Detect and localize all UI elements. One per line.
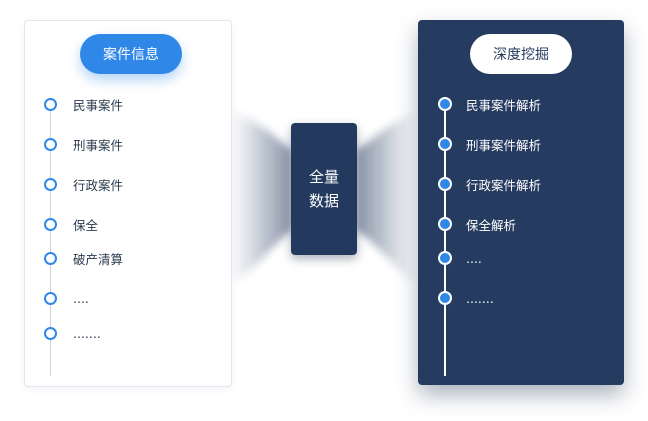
timeline-dot-icon bbox=[44, 137, 57, 151]
left-item-label: ....... bbox=[73, 325, 101, 341]
right-list-item: 保全解析 bbox=[438, 217, 517, 233]
timeline-dot-icon bbox=[44, 251, 57, 265]
left-list-item: 保全 bbox=[44, 217, 99, 233]
left-list-item: 刑事案件 bbox=[44, 137, 124, 153]
funnel-left-beam bbox=[232, 112, 292, 285]
left-list-item: .... bbox=[44, 290, 89, 306]
full-data-label-line1: 全量 bbox=[308, 168, 339, 186]
timeline-dot-icon bbox=[438, 97, 452, 111]
timeline-dot-icon bbox=[438, 251, 452, 265]
deep-mining-card bbox=[418, 20, 624, 385]
right-item-label: 民事案件解析 bbox=[466, 97, 542, 113]
right-item-label: 行政案件解析 bbox=[466, 177, 542, 193]
right-item-label: ....... bbox=[466, 290, 494, 306]
left-list-item: 破产清算 bbox=[44, 251, 124, 267]
timeline-dot-icon bbox=[44, 97, 57, 111]
timeline-dot-icon bbox=[438, 177, 452, 191]
full-data-label-line2: 数据 bbox=[308, 192, 339, 210]
left-item-label: .... bbox=[73, 290, 89, 306]
right-list-item: 行政案件解析 bbox=[438, 177, 542, 193]
right-item-label: 保全解析 bbox=[466, 217, 517, 233]
right-item-label: .... bbox=[466, 250, 482, 266]
right-list-item: .... bbox=[438, 250, 482, 266]
timeline-dot-icon bbox=[438, 291, 452, 305]
timeline-dot-icon bbox=[44, 217, 57, 231]
left-item-label: 刑事案件 bbox=[73, 137, 124, 153]
right-list-item: 刑事案件解析 bbox=[438, 137, 542, 153]
case-info-card bbox=[24, 20, 232, 387]
timeline-dot-icon bbox=[44, 291, 57, 305]
timeline-dot-icon bbox=[438, 137, 452, 151]
funnel-right-beam bbox=[356, 112, 416, 285]
left-list-item: 民事案件 bbox=[44, 97, 124, 113]
left-item-label: 破产清算 bbox=[73, 251, 124, 267]
left-item-label: 保全 bbox=[73, 217, 99, 233]
left-list-item: 行政案件 bbox=[44, 177, 124, 193]
full-data-box: 全量 数据 bbox=[291, 123, 357, 255]
right-list-item: 民事案件解析 bbox=[438, 97, 542, 113]
left-item-label: 行政案件 bbox=[73, 177, 124, 193]
timeline-dot-icon bbox=[44, 177, 57, 191]
case-info-title: 案件信息 bbox=[80, 34, 182, 74]
left-timeline-line bbox=[50, 104, 51, 376]
timeline-dot-icon bbox=[438, 217, 452, 231]
left-list-item: ....... bbox=[44, 325, 101, 341]
timeline-dot-icon bbox=[44, 326, 57, 340]
deep-mining-title: 深度挖掘 bbox=[470, 34, 572, 74]
right-timeline-line bbox=[444, 104, 446, 376]
left-item-label: 民事案件 bbox=[73, 97, 124, 113]
right-item-label: 刑事案件解析 bbox=[466, 137, 542, 153]
right-list-item: ....... bbox=[438, 290, 494, 306]
